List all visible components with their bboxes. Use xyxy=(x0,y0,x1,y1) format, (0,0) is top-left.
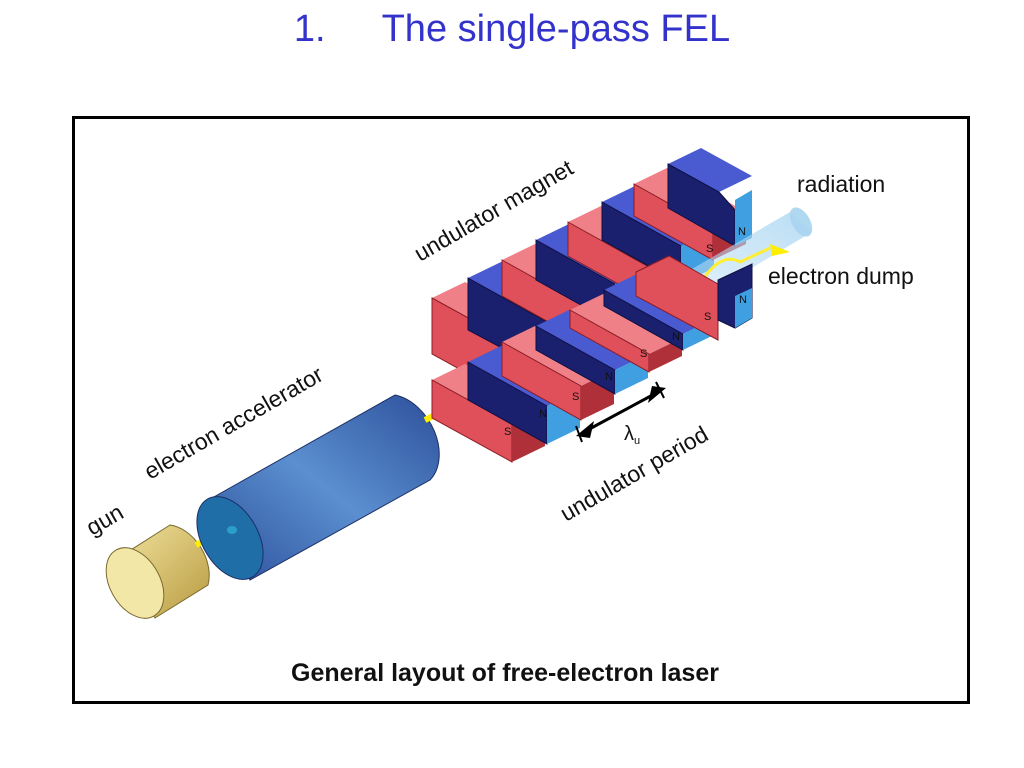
pole-label-n: N xyxy=(738,226,746,238)
pole-label-n: N xyxy=(539,408,547,420)
electron-dump-label: electron dump xyxy=(768,263,914,289)
pole-label-s: S xyxy=(640,348,647,360)
pole-label-s: S xyxy=(504,426,511,438)
pole-label-n: N xyxy=(739,294,747,306)
slide-title: 1. The single-pass FEL xyxy=(0,8,1024,51)
undulator-lower-row: S N S N S N xyxy=(431,255,753,463)
magnet-blue: N xyxy=(717,263,753,329)
slide-title-text: The single-pass FEL xyxy=(381,8,731,50)
radiation-label: radiation xyxy=(797,171,885,197)
electron-dump-arrow xyxy=(770,244,790,256)
magnet-blue: N xyxy=(667,148,752,247)
lambda-u-symbol: λu xyxy=(624,423,640,447)
slide-number: 1. xyxy=(293,8,326,50)
radiation-beam-end xyxy=(789,207,813,237)
gun-label: gun xyxy=(82,499,128,541)
magnet-red: S xyxy=(569,294,682,373)
pole-label-n: N xyxy=(672,331,680,343)
pole-label-s: S xyxy=(704,311,711,323)
gun-icon xyxy=(105,524,210,619)
accelerator-icon xyxy=(196,394,440,581)
pole-label-s: S xyxy=(572,391,579,403)
diagram-caption: General layout of free-electron laser xyxy=(291,659,719,687)
undulator-period-arrow xyxy=(575,381,666,443)
pole-label-n: N xyxy=(605,371,613,383)
pole-label-s: S xyxy=(706,243,713,255)
